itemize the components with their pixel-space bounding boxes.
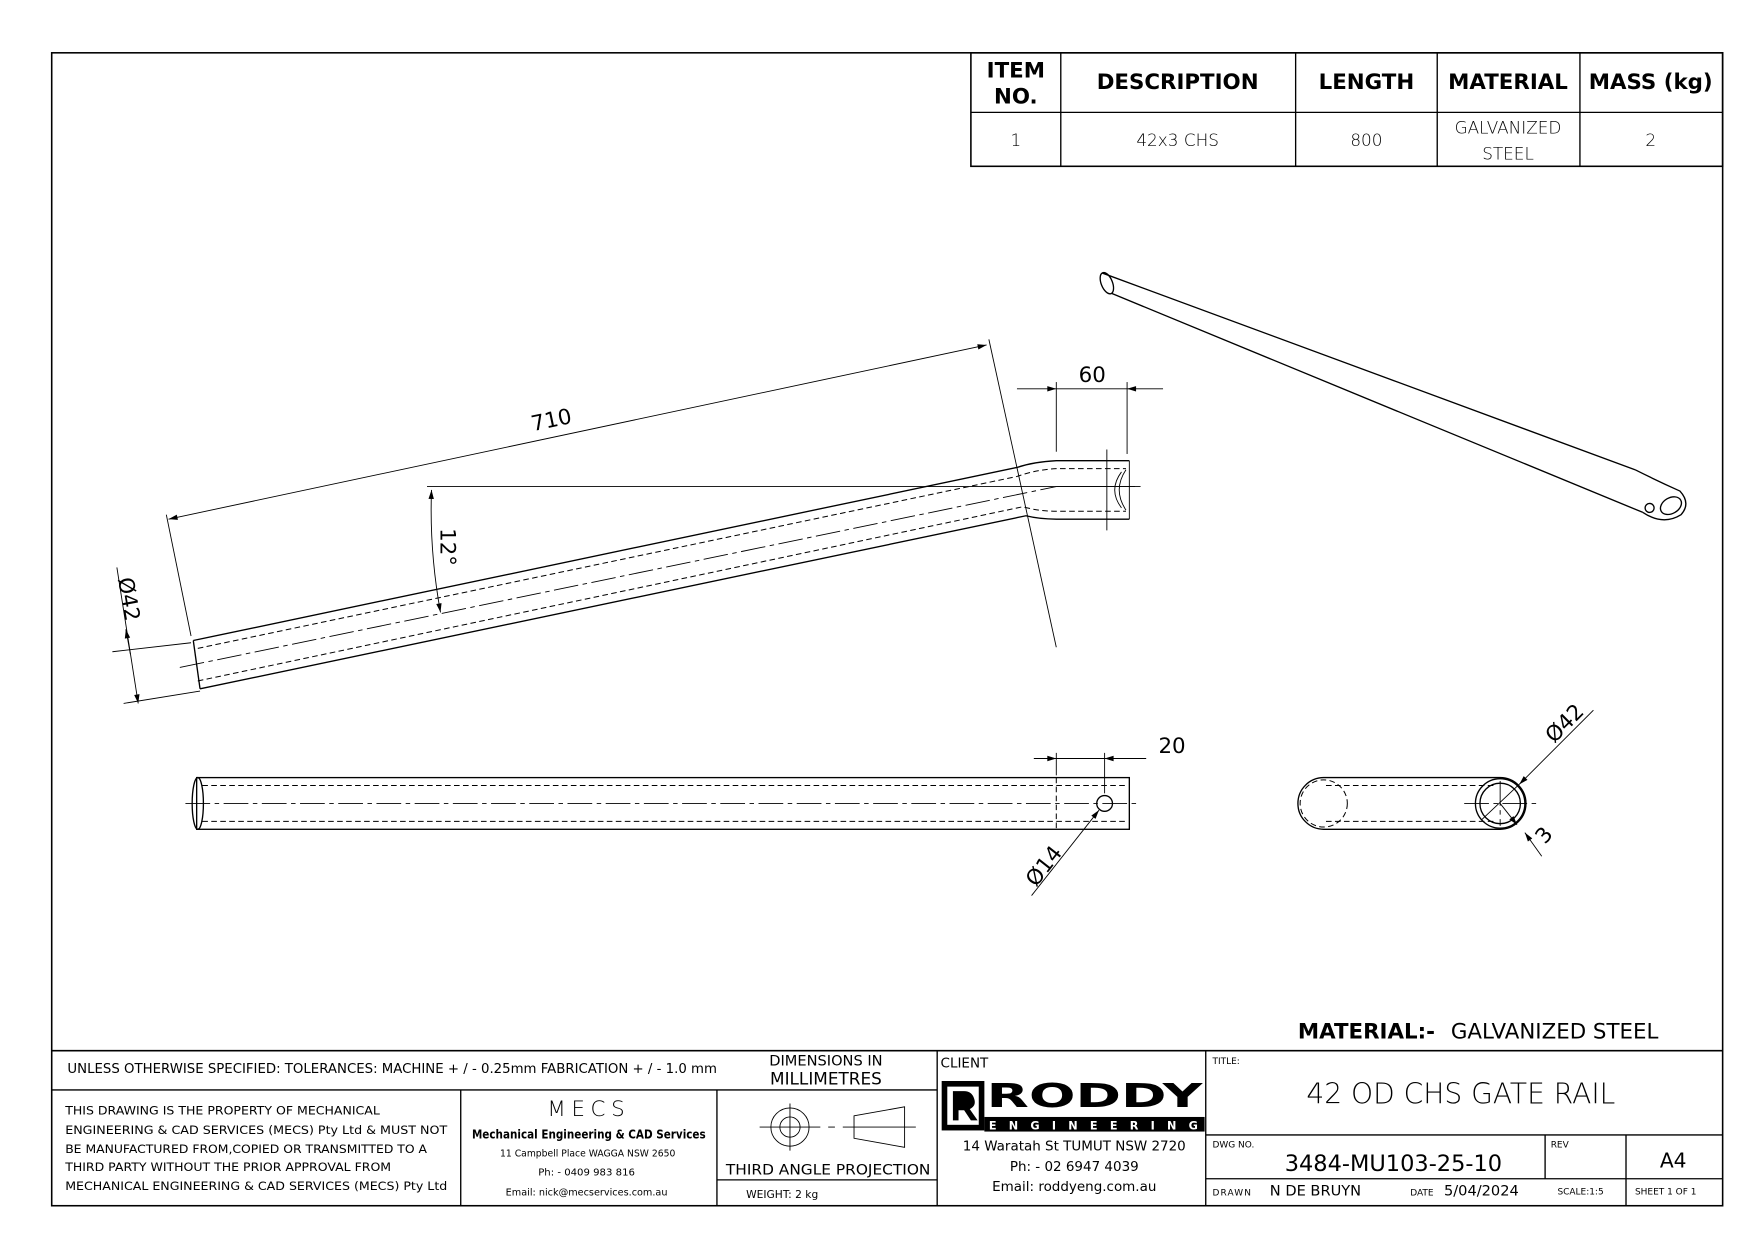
drawing-title: 42 OD CHS GATE RAIL [1306, 1077, 1615, 1110]
bill-of-materials-table: ITEM NO. DESCRIPTION LENGTH MATERIAL MAS… [970, 52, 1724, 168]
projection-label: THIRD ANGLE PROJECTION [725, 1161, 931, 1178]
dwg-no: 3484-MU103-25-10 [1285, 1151, 1502, 1177]
dimension-wall: 3 [1531, 822, 1559, 848]
weight: WEIGHT: 2 kg [746, 1188, 818, 1201]
third-angle-projection-icon [759, 1103, 916, 1151]
title-label: TITLE: [1211, 1057, 1239, 1067]
roddy-engineering-logo: RODDY ENGINEERING [941, 1077, 1205, 1132]
bom-item-no: 1 [1010, 130, 1021, 150]
scale: SCALE:1:5 [1557, 1187, 1603, 1197]
property-notice-4: THIRD PARTY WITHOUT THE PRIOR APPROVAL F… [64, 1161, 391, 1174]
drawn-by: N DE BRUYN [1270, 1183, 1361, 1200]
isometric-view [1099, 271, 1687, 521]
dimension-20: 20 [1158, 734, 1185, 759]
dimension-60: 60 [1079, 363, 1106, 388]
material-note-label: MATERIAL:- [1298, 1019, 1435, 1044]
dimension-outer-dia-end: Ø42 [1541, 699, 1590, 748]
property-notice-2: ENGINEERING & CAD SERVICES (MECS) Pty Lt… [65, 1124, 447, 1137]
mecs-logo: MECS [547, 1097, 630, 1122]
mecs-name: Mechanical Engineering & CAD Services [472, 1127, 706, 1141]
rev-label: REV [1551, 1140, 1570, 1150]
dimension-outer-dia-side: Ø42 [112, 575, 144, 623]
dimension-hole-dia: Ø14 [1021, 841, 1068, 891]
units-line1: DIMENSIONS IN [769, 1052, 882, 1069]
client-label: CLIENT [941, 1056, 989, 1072]
title-block: UNLESS OTHERWISE SPECIFIED: TOLERANCES: … [51, 1049, 1723, 1206]
mecs-phone: Ph: - 0409 983 816 [538, 1167, 635, 1178]
dimension-angle-12: 12° [435, 528, 460, 566]
sheet-border [50, 52, 1724, 1207]
dimension-710: 710 [529, 404, 574, 437]
client-address: 14 Waratah St TUMUT NSW 2720 [963, 1139, 1186, 1155]
property-notice-3: BE MANUFACTURED FROM,COPIED OR TRANSMITT… [65, 1143, 427, 1156]
bom-mass: 2 [1645, 130, 1656, 150]
side-view-straight: 20 Ø14 [185, 734, 1186, 896]
bom-header-length: LENGTH [1319, 70, 1415, 95]
bom-header-description: DESCRIPTION [1097, 70, 1259, 95]
bom-description: 42x3 CHS [1136, 130, 1219, 150]
bom-header-mass: MASS (kg) [1589, 70, 1713, 95]
mecs-address: 11 Campbell Place WAGGA NSW 2650 [500, 1148, 675, 1159]
bom-header-item-no: NO. [994, 84, 1038, 109]
date: 5/04/2024 [1444, 1183, 1519, 1200]
date-label: DATE [1410, 1189, 1434, 1199]
bom-header-item: ITEM [987, 59, 1045, 84]
client-phone: Ph: - 02 6947 4039 [1010, 1159, 1139, 1175]
bom-material: GALVANIZED [1455, 118, 1562, 138]
material-note: MATERIAL:- GALVANIZED STEEL [1298, 1019, 1659, 1044]
end-view: Ø42 3 [1297, 699, 1594, 857]
table-row: 1 42x3 CHS 800 GALVANIZED STEEL 2 [1010, 118, 1656, 164]
property-notice-1: THIS DRAWING IS THE PROPERTY OF MECHANIC… [64, 1105, 381, 1118]
bom-header-material: MATERIAL [1448, 70, 1568, 95]
sheet-size: A4 [1660, 1149, 1687, 1173]
bom-length: 800 [1350, 130, 1382, 150]
side-view-angled: 710 12° Ø42 60 [112, 339, 1164, 704]
bom-material-2: STEEL [1482, 144, 1534, 164]
tolerances-note: UNLESS OTHERWISE SPECIFIED: TOLERANCES: … [67, 1062, 716, 1077]
units-line2: MILLIMETRES [770, 1068, 882, 1088]
property-notice-5: MECHANICAL ENGINEERING & CAD SERVICES (M… [65, 1180, 447, 1193]
drawn-label: DRAWN [1212, 1189, 1252, 1199]
client-logo-main: RODDY [987, 1077, 1203, 1115]
dwg-no-label: DWG NO. [1212, 1140, 1254, 1150]
client-email: Email: roddyeng.com.au [992, 1179, 1156, 1195]
mecs-email: Email: nick@mecservices.com.au [506, 1188, 668, 1199]
material-note-value: GALVANIZED STEEL [1451, 1019, 1659, 1044]
sheet-number: SHEET 1 OF 1 [1635, 1187, 1696, 1197]
